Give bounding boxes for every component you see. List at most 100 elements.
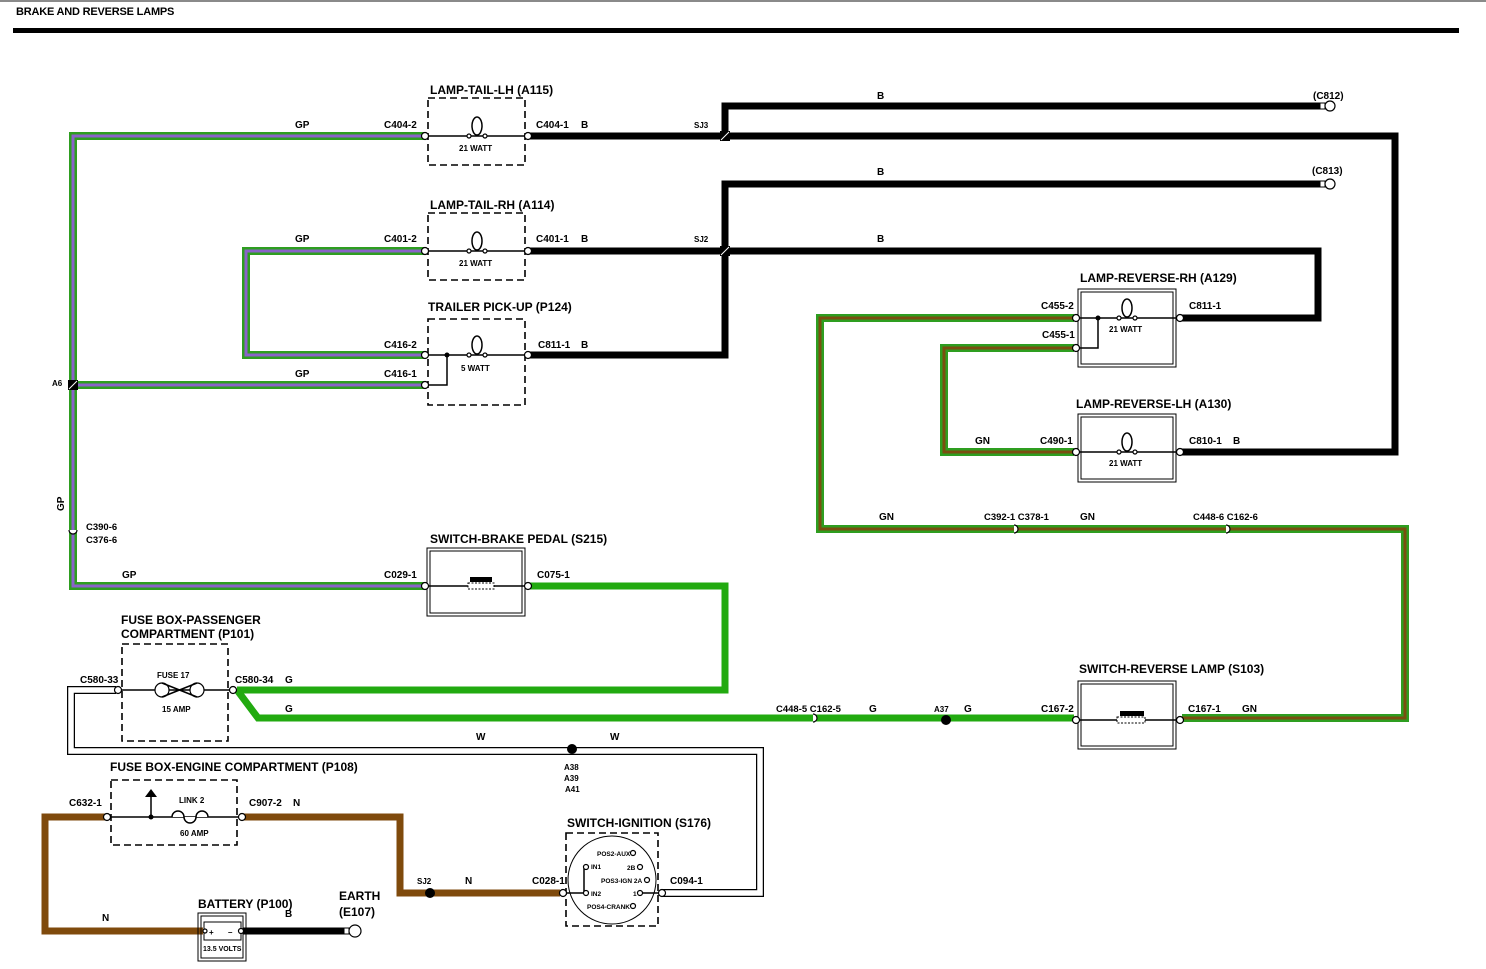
battery-plus: +: [209, 928, 214, 937]
splice-sj2-top: [720, 246, 730, 256]
rating-lamp-reverse-rh: 21 WATT: [1109, 325, 1142, 334]
pin-c490-1: C490-1: [1040, 436, 1073, 447]
ground-stud-c812-icon: [1319, 100, 1336, 112]
switch-brake-pedal[interactable]: [420, 547, 533, 617]
lamp-reverse-lh[interactable]: [1071, 413, 1185, 483]
rating-battery: 13.5 VOLTS: [203, 946, 242, 953]
inline-label-c390-6: C390-6: [86, 522, 117, 533]
wire-b: [243, 102, 1399, 935]
pin-c094-1: C094-1: [670, 876, 703, 887]
splice-label-a37: A37: [934, 705, 949, 714]
wire-label-b: B: [581, 234, 588, 245]
wire-label-w: W: [476, 732, 486, 743]
fusible-link-icon: [171, 810, 209, 824]
pin-c401-1: C401-1: [536, 234, 569, 245]
bulb-icon: [466, 335, 488, 358]
connector-c392-c378: [1013, 524, 1019, 534]
bulb-icon: [466, 231, 488, 254]
wire-gn: [816, 314, 1409, 722]
wire-label-b: B: [1233, 436, 1240, 447]
pin-c455-1: C455-1: [1042, 330, 1075, 341]
pin-c811-1-reverse: C811-1: [1189, 301, 1222, 312]
pin-c580-34: C580-34: [235, 675, 274, 686]
splice-label-a6: A6: [52, 379, 63, 388]
ign-pos4-crank: POS4-CRANK: [587, 904, 630, 911]
wire-label-gp-vertical: GP: [56, 496, 67, 511]
splice-a38-a39-a41: [567, 744, 577, 754]
pin-c907-2: C907-2: [249, 798, 282, 809]
pin-c811-1-trailer: C811-1: [538, 340, 571, 351]
wire-label-gn: GN: [1080, 512, 1095, 523]
wire-label-gp: GP: [295, 120, 310, 131]
splice-sj2-bottom: [425, 888, 435, 898]
rating-fuse-17: 15 AMP: [162, 705, 191, 714]
wire-label-g: G: [964, 704, 972, 715]
switch-ignition[interactable]: [558, 832, 667, 927]
fuse-box-engine[interactable]: [102, 779, 247, 846]
switch-icon: [467, 577, 495, 590]
wire-label-g: G: [285, 704, 293, 715]
rating-lamp-tail-lh: 21 WATT: [459, 144, 492, 153]
pin-c404-1: C404-1: [536, 120, 569, 131]
inline-label-c448-c162-5: C448-5 C162-5: [776, 704, 842, 715]
wire-label-n: N: [102, 913, 109, 924]
connector-c448-c162-5: [812, 713, 818, 723]
wire-label-b: B: [581, 120, 588, 131]
rating-trailer-pickup: 5 WATT: [461, 364, 490, 373]
splice-sj3: [720, 131, 730, 141]
fuse-17-label: FUSE 17: [157, 671, 190, 680]
ign-in2: IN2: [591, 891, 602, 898]
label-lamp-tail-lh: LAMP-TAIL-LH (A115): [430, 83, 553, 97]
splice-a6: [68, 380, 78, 390]
lamp-tail-lh[interactable]: [420, 97, 533, 166]
lamp-reverse-rh[interactable]: [1071, 288, 1185, 368]
ign-2b: 2B: [627, 865, 636, 872]
switch-icon: [1116, 711, 1146, 724]
label-earth-1: EARTH: [339, 889, 380, 903]
wire-label-gp: GP: [295, 369, 310, 380]
title-rule: [13, 28, 1459, 33]
label-switch-reverse-lamp: SWITCH-REVERSE LAMP (S103): [1079, 662, 1264, 676]
inline-label-c376-6: C376-6: [86, 535, 117, 546]
connector-c448-c162-6: [1225, 524, 1231, 534]
wire-label-gn: GN: [1242, 704, 1257, 715]
link-2-label: LINK 2: [179, 796, 205, 805]
inline-label-c392-c378: C392-1 C378-1: [984, 512, 1050, 523]
wire-label-b: B: [877, 234, 884, 245]
label-trailer-pickup: TRAILER PICK-UP (P124): [428, 300, 572, 314]
top-border: [0, 0, 1486, 2]
wire-label-gn: GN: [975, 436, 990, 447]
splice-label-sj2: SJ2: [694, 235, 709, 244]
wire-label-g: G: [285, 675, 293, 686]
battery[interactable]: [197, 912, 247, 962]
wire-label-b: B: [877, 91, 884, 102]
fuse-box-passenger[interactable]: [113, 643, 238, 742]
pin-c455-2: C455-2: [1041, 301, 1074, 312]
battery-minus: –: [228, 928, 233, 937]
pin-c167-1: C167-1: [1188, 704, 1221, 715]
splice-label-a39: A39: [564, 774, 579, 783]
splice-a37: [941, 715, 951, 725]
pin-c075-1: C075-1: [537, 570, 570, 581]
wire-label-gp: GP: [122, 570, 137, 581]
connector-c390-c376: [68, 529, 78, 535]
splice-label-a41: A41: [565, 785, 580, 794]
pin-c029-1: C029-1: [384, 570, 417, 581]
pin-c167-2: C167-2: [1041, 704, 1074, 715]
lamp-tail-rh[interactable]: [420, 212, 533, 281]
label-lamp-reverse-rh: LAMP-REVERSE-RH (A129): [1080, 271, 1237, 285]
pin-c416-2: C416-2: [384, 340, 417, 351]
label-lamp-tail-rh: LAMP-TAIL-RH (A114): [430, 198, 554, 212]
wire-label-n: N: [293, 798, 300, 809]
wire-label-b: B: [285, 909, 292, 920]
label-ground-c813: (C813): [1312, 166, 1343, 177]
switch-reverse-lamp[interactable]: [1071, 680, 1185, 750]
page-title: BRAKE AND REVERSE LAMPS: [16, 6, 175, 18]
wire-label-b: B: [581, 340, 588, 351]
bulb-icon: [1116, 432, 1138, 455]
pin-c028-1: C028-1: [532, 876, 565, 887]
trailer-pickup[interactable]: [420, 318, 533, 406]
label-switch-ignition: SWITCH-IGNITION (S176): [567, 816, 711, 830]
wire-label-gp: GP: [295, 234, 310, 245]
